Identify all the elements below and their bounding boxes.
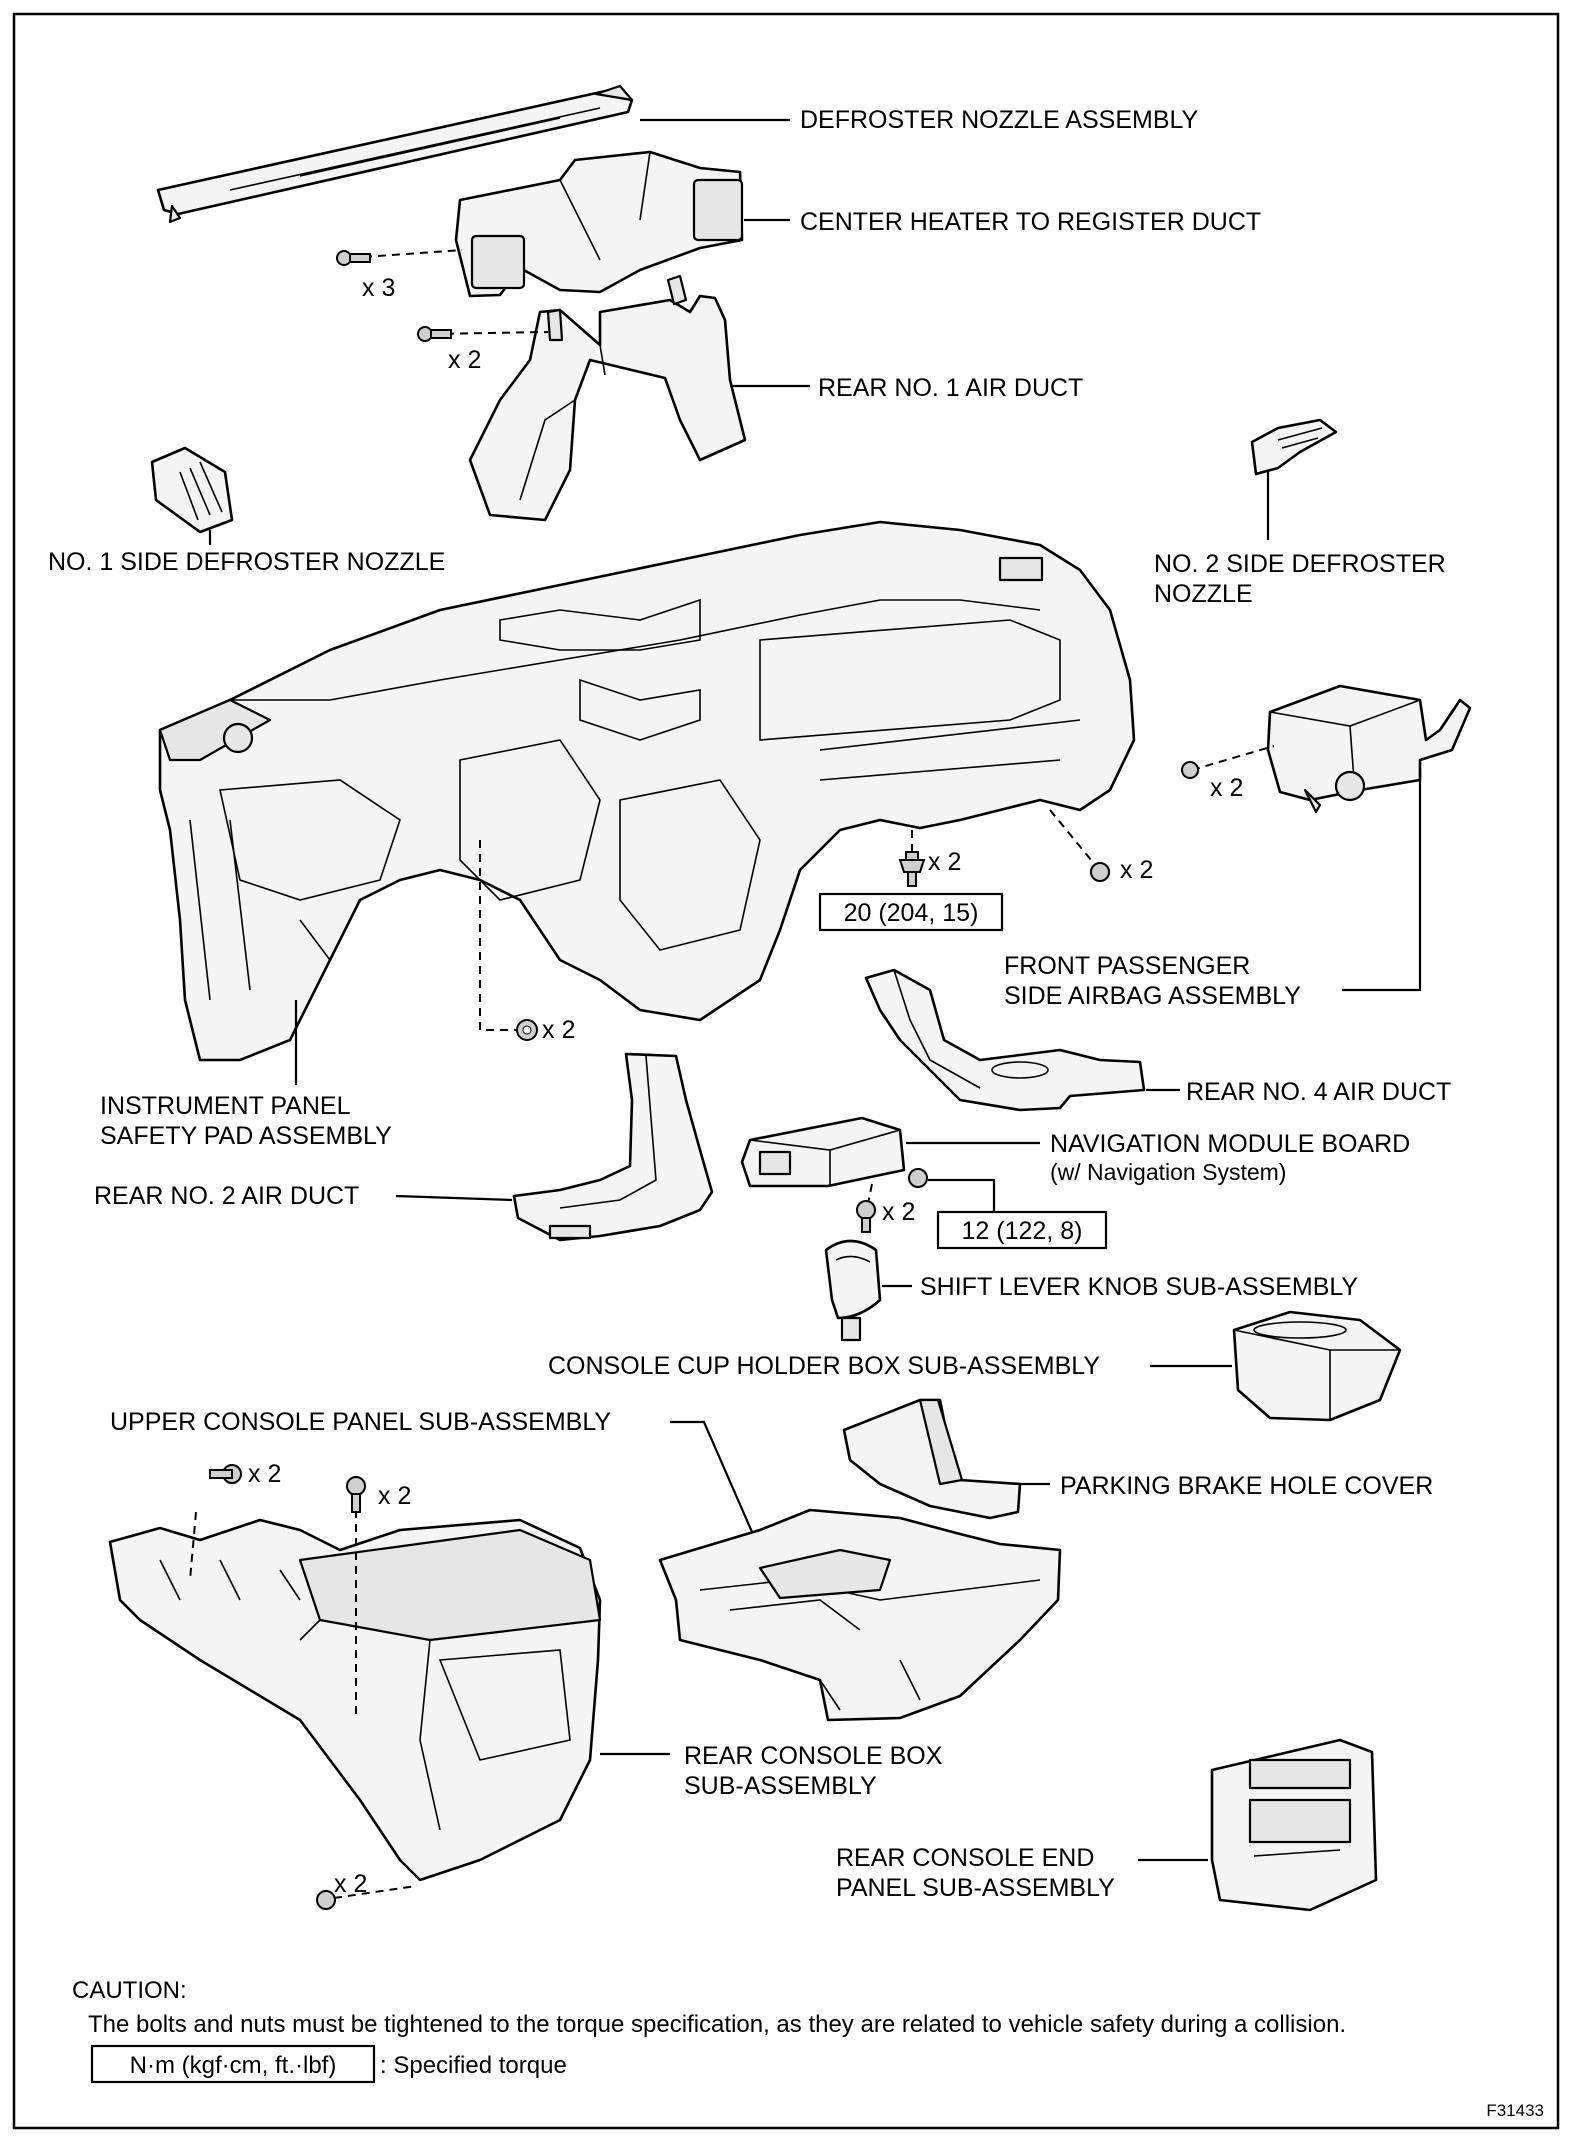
legend-unit: N·m (kgf·cm, ft.·lbf) [130, 2052, 337, 2079]
airbag-drawing [1266, 684, 1472, 814]
bolt-icon [209, 1464, 242, 1484]
bolt-icon [856, 1200, 876, 1233]
bolt-icon [336, 250, 371, 266]
label-airbag-2: SIDE AIRBAG ASSEMBLY [1004, 982, 1301, 1010]
qty-center-duct: x 3 [362, 274, 395, 302]
qty-panel-right: x 2 [1120, 856, 1153, 884]
upper-console-panel-drawing [658, 1508, 1062, 1722]
label-rear-console-box-1: REAR CONSOLE BOX [684, 1742, 943, 1770]
label-instrument-panel-1: INSTRUMENT PANEL [100, 1092, 351, 1120]
label-shift-knob: SHIFT LEVER KNOB SUB-ASSEMBLY [920, 1273, 1358, 1301]
qty-panel-center: x 2 [928, 848, 961, 876]
bolt-icon [417, 326, 452, 342]
label-defroster-nozzle: DEFROSTER NOZZLE ASSEMBLY [800, 106, 1199, 134]
leader-rear-no2-duct [395, 1194, 513, 1202]
nut-icon [516, 1019, 538, 1041]
rear-no4-air-duct-drawing [864, 968, 1146, 1112]
rear-console-end-drawing [1210, 1738, 1378, 1912]
label-rear-no1-duct: REAR NO. 1 AIR DUCT [818, 374, 1083, 402]
qty-nav: x 2 [882, 1198, 915, 1226]
qty-console-left: x 2 [248, 1460, 281, 1488]
qty-console-mid: x 2 [378, 1482, 411, 1510]
instrument-panel-drawing [158, 520, 1136, 1062]
bolt-icon [346, 1476, 366, 1513]
bolt-icon [316, 1890, 336, 1910]
bolt-icon [898, 851, 926, 887]
label-rear-no4-duct: REAR NO. 4 AIR DUCT [1186, 1078, 1451, 1106]
label-instrument-panel-2: SAFETY PAD ASSEMBLY [100, 1122, 392, 1150]
caution-title: CAUTION: [72, 1977, 187, 2004]
cup-holder-drawing [1232, 1310, 1402, 1422]
figure-id: F31433 [1486, 2101, 1544, 2120]
qty-rear-no1-duct: x 2 [448, 346, 481, 374]
bolt-icon [1090, 862, 1110, 882]
shift-knob-drawing [824, 1239, 882, 1342]
leader-airbag [1342, 772, 1422, 992]
torque-box-nav [936, 1210, 1108, 1250]
rear-no1-air-duct-drawing [468, 274, 747, 522]
legend-description: : Specified torque [380, 2052, 567, 2079]
nut-icon [908, 1168, 928, 1188]
label-no2-side-defroster-2: NOZZLE [1154, 580, 1253, 608]
leader-upper-console-panel [670, 1420, 754, 1533]
label-rear-console-end-2: PANEL SUB-ASSEMBLY [836, 1874, 1115, 1902]
torque-nav-bolt: 12 (122, 8) [962, 1217, 1083, 1245]
torque-box-panel [818, 892, 1004, 932]
label-airbag-1: FRONT PASSENGER [1004, 952, 1250, 980]
label-upper-console-panel: UPPER CONSOLE PANEL SUB-ASSEMBLY [110, 1408, 611, 1436]
label-cup-holder: CONSOLE CUP HOLDER BOX SUB-ASSEMBLY [548, 1352, 1100, 1380]
parking-brake-cover-drawing [842, 1398, 1022, 1520]
rear-no2-air-duct-drawing [512, 1052, 714, 1242]
qty-airbag: x 2 [1210, 774, 1243, 802]
label-rear-console-box-2: SUB-ASSEMBLY [684, 1772, 877, 1800]
qty-console-rear: x 2 [334, 1870, 367, 1898]
mount-line [189, 1511, 197, 1581]
no1-side-defroster-drawing [150, 446, 234, 534]
no2-side-defroster-drawing [1250, 418, 1338, 476]
label-rear-console-end-1: REAR CONSOLE END [836, 1844, 1094, 1872]
diagram-frame [12, 12, 1560, 2130]
label-no2-side-defroster-1: NO. 2 SIDE DEFROSTER [1154, 550, 1446, 578]
label-navigation-module-2: (w/ Navigation System) [1050, 1159, 1286, 1185]
label-navigation-module-1: NAVIGATION MODULE BOARD [1050, 1130, 1410, 1158]
qty-panel-nut: x 2 [542, 1016, 575, 1044]
defroster-nozzle-drawing [156, 84, 634, 224]
label-parking-brake-cover: PARKING BRAKE HOLE COVER [1060, 1472, 1433, 1500]
label-center-heater-duct: CENTER HEATER TO REGISTER DUCT [800, 208, 1261, 236]
label-rear-no2-duct: REAR NO. 2 AIR DUCT [94, 1182, 359, 1210]
label-no1-side-defroster: NO. 1 SIDE DEFROSTER NOZZLE [48, 548, 445, 576]
navigation-module-drawing [740, 1116, 906, 1188]
torque-panel-bolt: 20 (204, 15) [844, 899, 979, 927]
bolt-icon [1181, 761, 1199, 779]
caution-text: The bolts and nuts must be tightened to … [88, 2011, 1346, 2038]
center-heater-duct-drawing [454, 150, 744, 298]
legend-box [90, 2044, 376, 2084]
